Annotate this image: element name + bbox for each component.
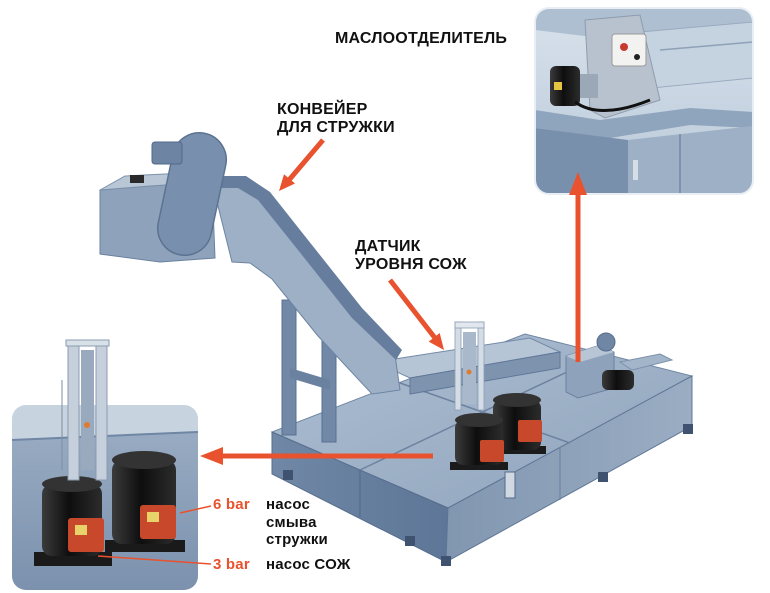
conveyor-incline-cover xyxy=(206,176,402,360)
tank-foot xyxy=(283,470,293,480)
pump-top xyxy=(493,393,541,407)
inset-control-knob-red xyxy=(620,43,628,51)
sensor-arrow-head xyxy=(428,333,444,350)
inset-control-box xyxy=(611,33,647,67)
separator-trough xyxy=(618,353,674,371)
conveyor-bed-front xyxy=(409,351,561,395)
pumps-arrow-head xyxy=(200,447,223,465)
conveyor-motor-terminal xyxy=(130,175,144,183)
pump-warning-label xyxy=(75,525,87,535)
oil-separator-label: МАСЛООТДЕЛИТЕЛЬ xyxy=(335,30,508,47)
chip-flush-pump xyxy=(488,393,546,454)
pump-top xyxy=(42,476,102,492)
separator-motor xyxy=(602,370,634,390)
sensor-arrow-shaft xyxy=(388,278,437,340)
inset-side-rail xyxy=(639,21,753,89)
sensor-inner-rod xyxy=(463,332,476,404)
column-bar xyxy=(95,339,108,481)
conveyor-label-line1: КОНВЕЙЕР xyxy=(277,101,368,118)
pump-top xyxy=(112,451,176,469)
column-indicator xyxy=(84,422,90,428)
sensor-frame-bar xyxy=(454,321,462,411)
coolant-pump xyxy=(450,413,508,470)
inset-rail-edge xyxy=(659,41,753,51)
conveyor-incline-side xyxy=(211,181,401,395)
conveyor-arrow-shaft xyxy=(287,138,325,182)
inset-cable xyxy=(574,98,651,112)
tank-foot xyxy=(598,472,608,482)
conveyor-arrow-head xyxy=(279,174,295,191)
sensor-frame-bar xyxy=(477,321,485,411)
chip-conveyor xyxy=(99,132,402,443)
separator-arrow-head xyxy=(569,172,587,195)
conveyor-cross-brace xyxy=(290,368,330,390)
inset-frame xyxy=(534,7,754,195)
coolant-pump-label: насос СОЖ xyxy=(266,556,351,573)
conveyor-label-line2: ДЛЯ СТРУЖКИ xyxy=(277,119,395,136)
coolant-pump-pressure: 3 bar xyxy=(213,556,250,573)
pump-base xyxy=(450,462,508,470)
coolant-level-sensor xyxy=(454,321,485,411)
flush-pump-label-line2: смыва xyxy=(266,514,317,531)
inset-control-knob-black xyxy=(634,54,640,60)
column-inner-rod xyxy=(81,350,94,470)
inset-motor-label xyxy=(554,82,562,90)
pump-junction-box xyxy=(480,440,504,462)
level-sensor-label-line1: ДАТЧИК xyxy=(355,238,421,255)
tank-foot xyxy=(405,536,415,546)
level-sensor-label-line2: УРОВНЯ СОЖ xyxy=(355,256,467,273)
callout-arrows xyxy=(97,138,587,565)
column-bar xyxy=(67,339,80,481)
pump-junction-box xyxy=(518,420,542,442)
column-cap xyxy=(65,339,110,347)
coolant-pump-leader xyxy=(97,555,212,565)
tank-latch xyxy=(504,471,516,499)
sensor-frame-cap xyxy=(454,321,485,329)
inset-level-sensor-column xyxy=(61,339,110,481)
pump-warning-label xyxy=(147,512,159,522)
inset-motor-flange xyxy=(580,74,598,98)
inset-latch xyxy=(633,160,638,180)
flush-pump-label-line1: насос xyxy=(266,496,311,513)
inset-tank-front-left xyxy=(535,128,628,194)
conveyor-support-leg xyxy=(281,299,297,436)
inset-trough xyxy=(535,108,753,138)
inset-tank-front-right xyxy=(628,126,753,194)
tank-foot xyxy=(683,424,693,434)
flush-pump-pressure: 6 bar xyxy=(213,496,250,513)
flush-pump-leader xyxy=(179,505,212,514)
sensor-indicator xyxy=(466,369,472,375)
flush-pump-label-line3: стружки xyxy=(266,531,328,548)
oil-separator-inset xyxy=(535,8,753,194)
pump-top xyxy=(455,413,503,427)
conveyor-drive-motor xyxy=(151,141,183,165)
tank-foot xyxy=(441,556,451,566)
separator-cap xyxy=(596,332,616,352)
inset-motor xyxy=(550,66,580,106)
